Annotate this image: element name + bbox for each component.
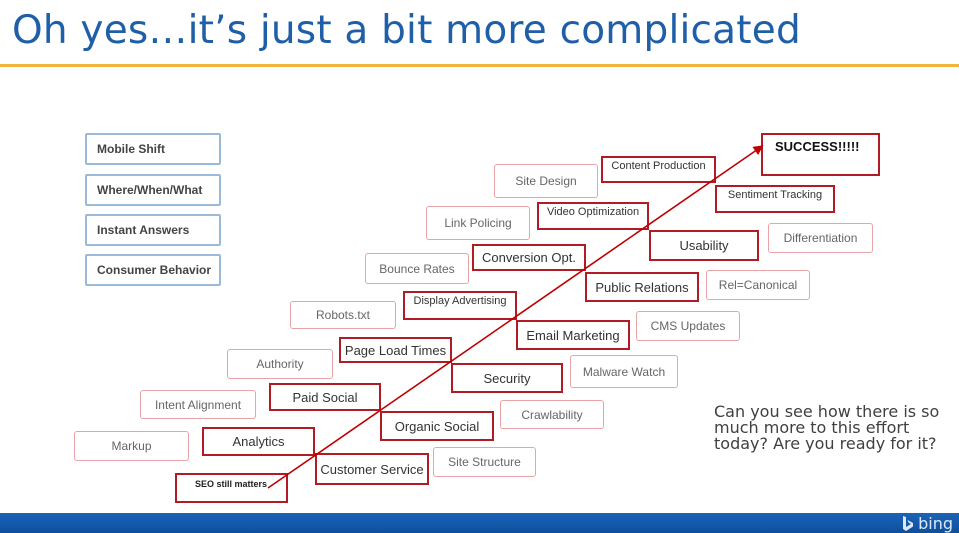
sentiment-tracking-box: Sentiment Tracking xyxy=(715,185,835,213)
malware-watch-box: Malware Watch xyxy=(570,355,678,388)
where-when-what-box: Where/When/What xyxy=(85,174,221,206)
slide-title: Oh yes…it’s just a bit more complicated xyxy=(12,8,801,53)
bing-logo-text: bing xyxy=(918,514,953,533)
bing-b-icon xyxy=(903,515,914,531)
display-advertising-box: Display Advertising xyxy=(403,291,517,320)
customer-service-box: Customer Service xyxy=(315,453,429,485)
analytics-box: Analytics xyxy=(202,427,315,456)
organic-social-box: Organic Social xyxy=(380,411,494,441)
video-optimization-box: Video Optimization xyxy=(537,202,649,230)
link-policing-box: Link Policing xyxy=(426,206,530,240)
instant-answers-box: Instant Answers xyxy=(85,214,221,246)
rel-canonical-box: Rel=Canonical xyxy=(706,270,810,300)
bounce-rates-box: Bounce Rates xyxy=(365,253,469,284)
authority-box: Authority xyxy=(227,349,333,379)
site-design-box: Site Design xyxy=(494,164,598,198)
security-box: Security xyxy=(451,363,563,393)
arrow-line xyxy=(267,145,764,489)
conversion-opt-box: Conversion Opt. xyxy=(472,244,586,271)
cms-updates-box: CMS Updates xyxy=(636,311,740,341)
public-relations-box: Public Relations xyxy=(585,272,699,302)
consumer-behavior-box: Consumer Behavior xyxy=(85,254,221,286)
usability-box: Usability xyxy=(649,230,759,261)
differentiation-box: Differentiation xyxy=(768,223,873,253)
seo-still-matters-box: SEO still matters xyxy=(175,473,288,503)
intent-alignment-box: Intent Alignment xyxy=(140,390,256,419)
mobile-shift-box: Mobile Shift xyxy=(85,133,221,165)
bing-logo: bing xyxy=(902,514,953,533)
paid-social-box: Paid Social xyxy=(269,383,381,411)
email-marketing-box: Email Marketing xyxy=(516,320,630,350)
site-structure-box: Site Structure xyxy=(433,447,536,477)
page-load-times-box: Page Load Times xyxy=(339,337,452,363)
crawlability-box: Crawlability xyxy=(500,400,604,429)
success-box: SUCCESS!!!!! xyxy=(761,133,880,176)
title-underline xyxy=(0,64,959,67)
markup-box: Markup xyxy=(74,431,189,461)
footer-bar: bing xyxy=(0,513,959,533)
robots-txt-box: Robots.txt xyxy=(290,301,396,329)
question-text: Can you see how there is so much more to… xyxy=(714,402,940,453)
content-production-box: Content Production xyxy=(601,156,716,183)
